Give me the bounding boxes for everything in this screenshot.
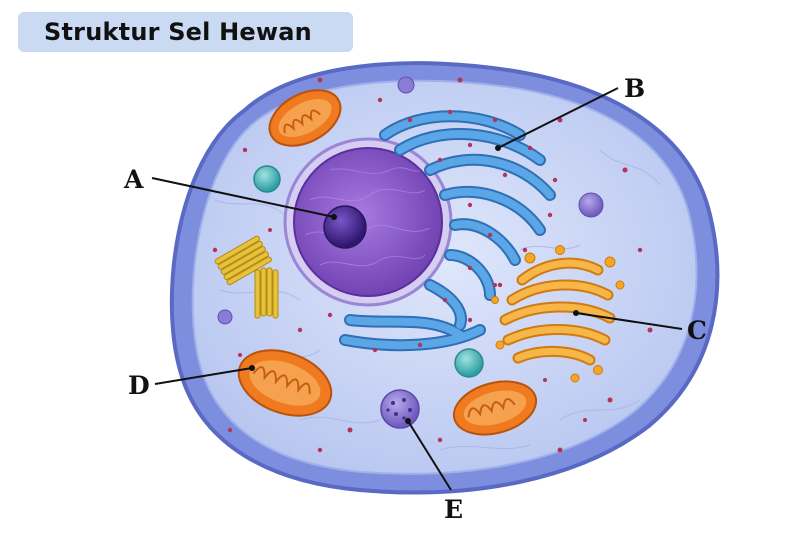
nucleus bbox=[283, 137, 453, 307]
pointer-dot-a bbox=[331, 214, 337, 220]
leader-line-e bbox=[407, 420, 452, 491]
leader-line-c bbox=[575, 312, 683, 330]
vesicle-purple-right bbox=[578, 192, 604, 218]
label-c: C bbox=[687, 316, 707, 345]
vesicle-purple-left bbox=[217, 309, 233, 325]
mitochondrion-top-left bbox=[268, 89, 342, 147]
lysosome bbox=[380, 389, 420, 429]
label-b: B bbox=[624, 74, 645, 103]
nucleolus bbox=[323, 205, 367, 249]
label-d: D bbox=[128, 371, 150, 400]
page-title: Struktur Sel Hewan bbox=[44, 18, 312, 46]
label-e: E bbox=[444, 495, 463, 524]
mitochondrion-left bbox=[237, 349, 333, 417]
golgi-apparatus bbox=[491, 245, 625, 383]
title-box: Struktur Sel Hewan bbox=[18, 12, 353, 52]
cytoplasm-granules bbox=[212, 77, 653, 453]
leader-line-d bbox=[154, 367, 253, 385]
pointer-dot-c bbox=[573, 310, 579, 316]
mitochondrion-bottom bbox=[452, 380, 538, 436]
vesicle-purple-top bbox=[397, 76, 415, 94]
pointer-dot-e bbox=[405, 418, 411, 424]
leader-line-a bbox=[151, 177, 335, 218]
centrioles bbox=[214, 235, 279, 319]
label-a: A bbox=[123, 165, 144, 194]
vesicle-teal-center bbox=[454, 348, 484, 378]
pointer-dot-b bbox=[495, 145, 501, 151]
endoplasmic-reticulum bbox=[339, 109, 558, 353]
vesicle-teal-left bbox=[253, 165, 281, 193]
pointer-dot-d bbox=[249, 365, 255, 371]
leader-line-b bbox=[497, 87, 619, 149]
leader-lines bbox=[151, 87, 683, 491]
